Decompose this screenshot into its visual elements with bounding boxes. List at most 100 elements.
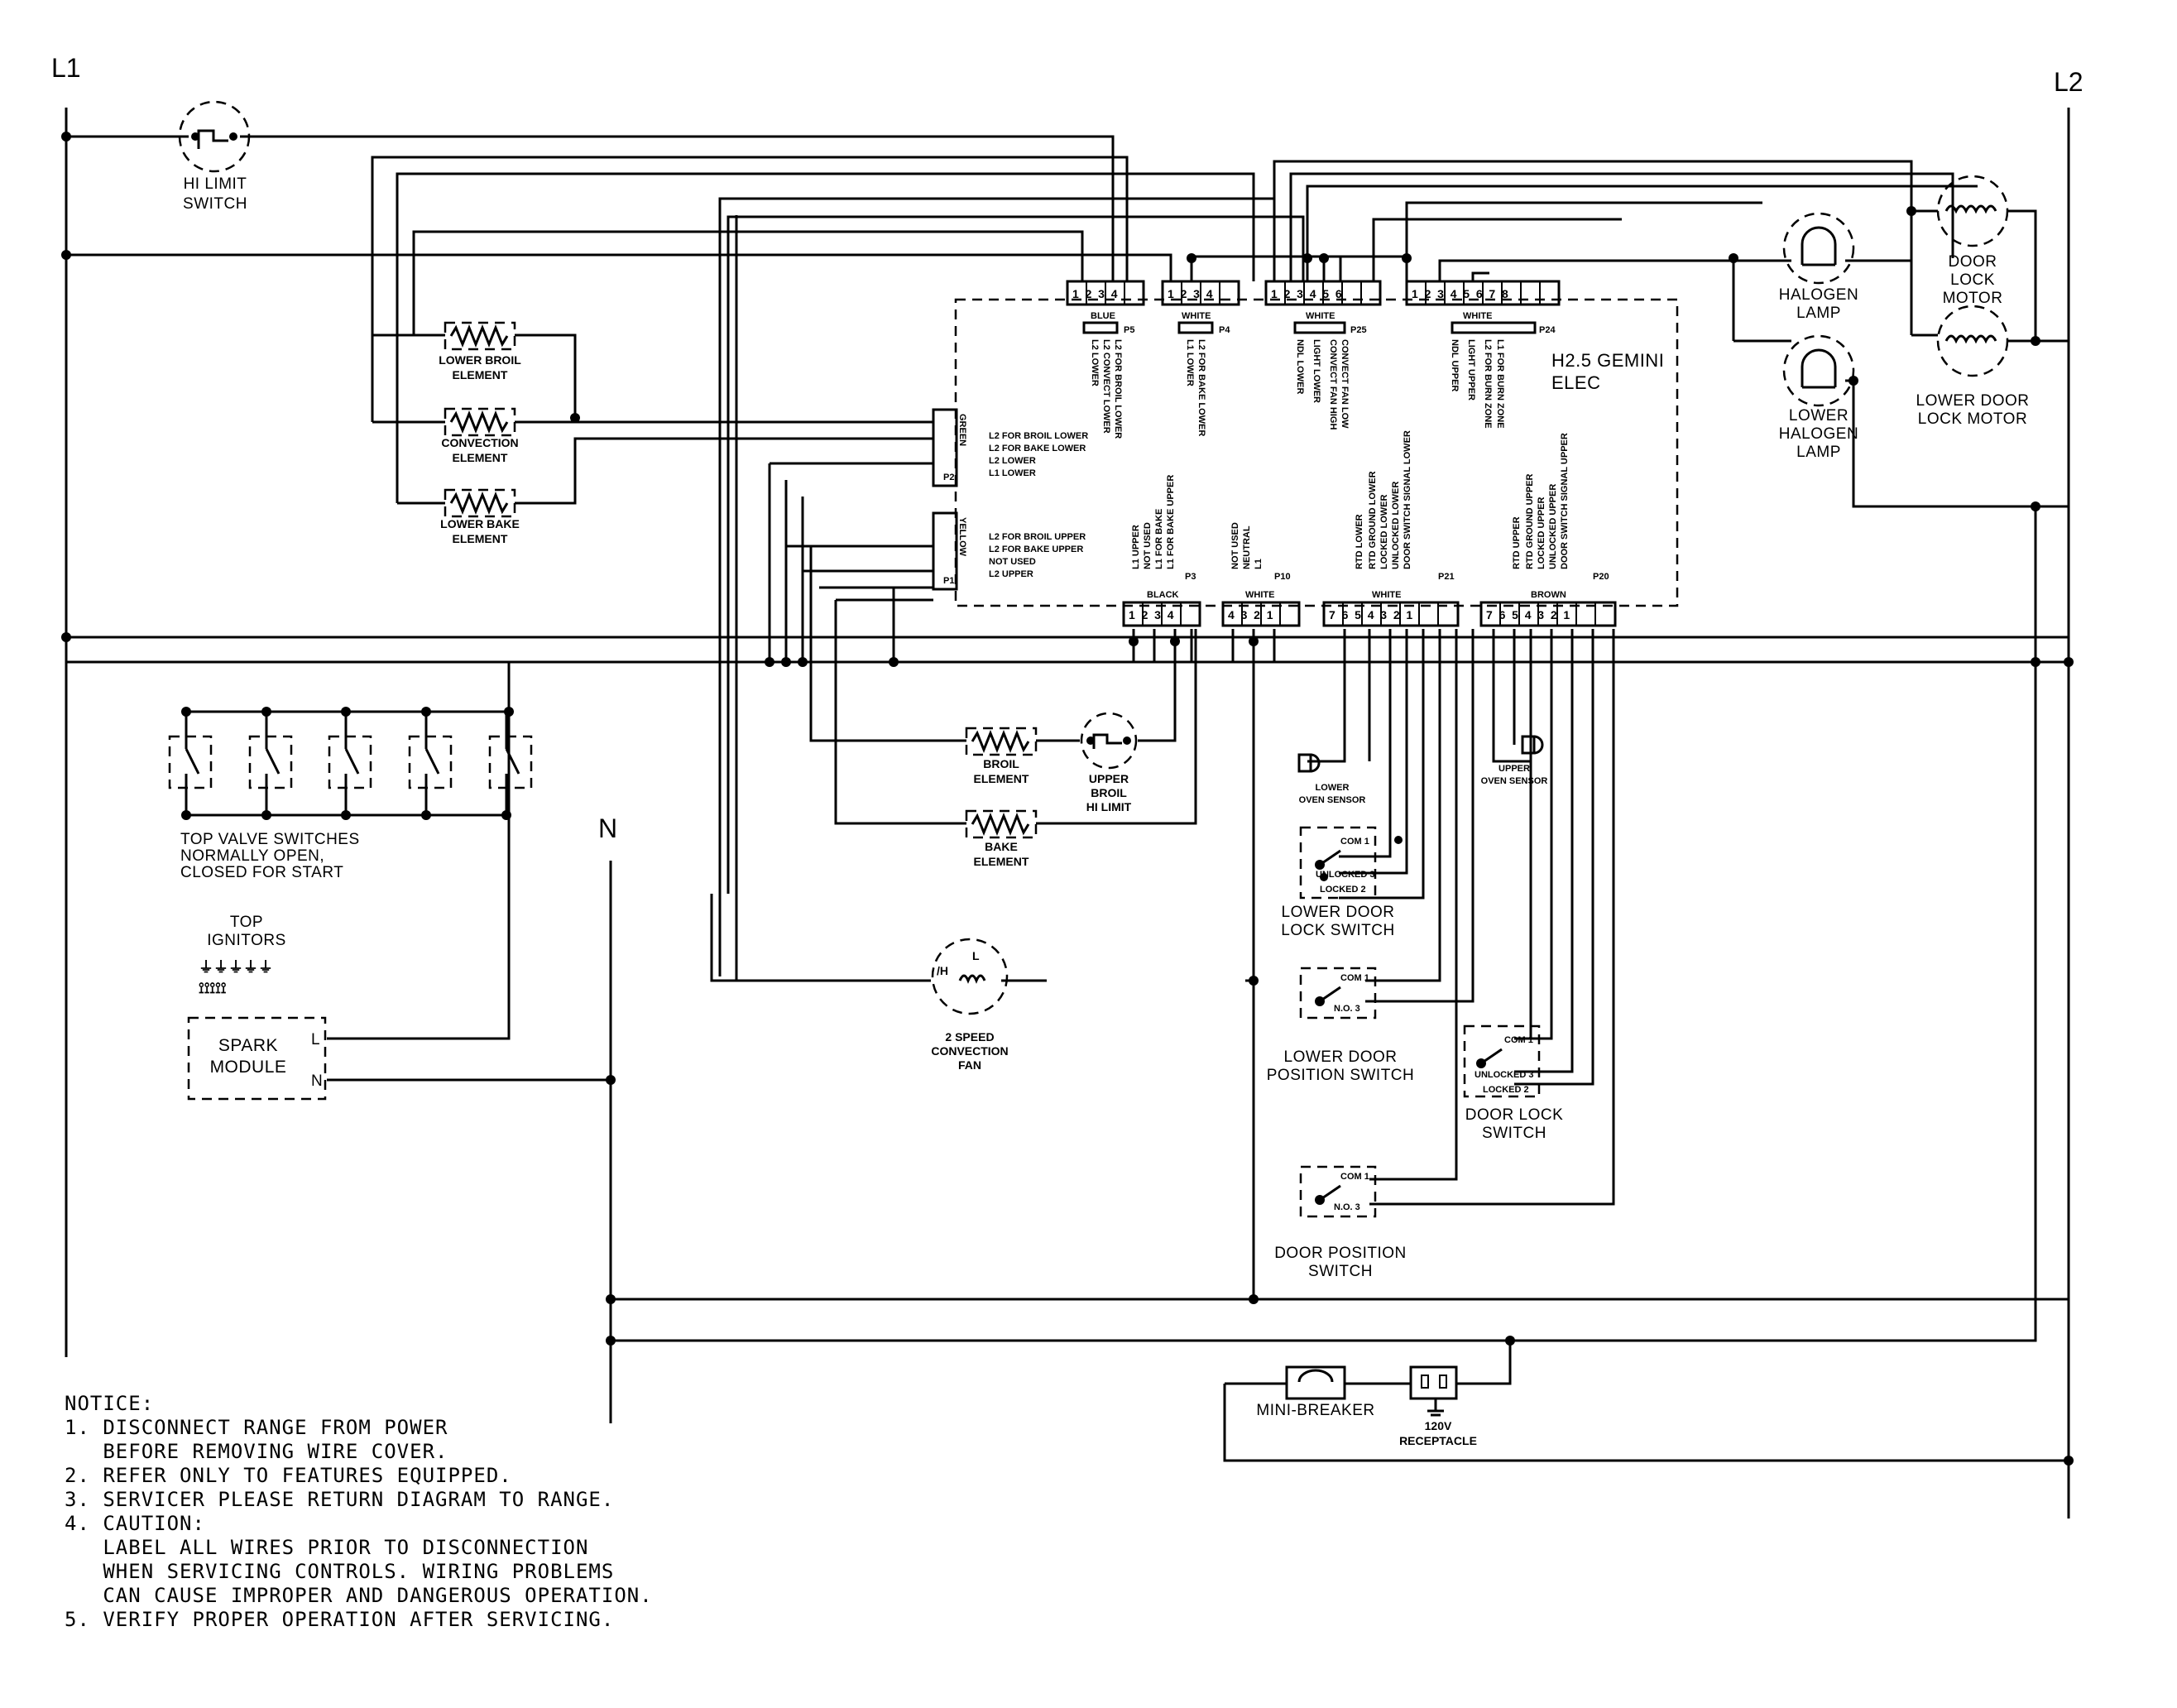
p4-name: P4 — [1219, 325, 1230, 335]
p10-name: P10 — [1274, 572, 1291, 582]
p2-signal-3: L2 LOWER — [989, 456, 1036, 466]
spark-terminal-l: L — [311, 1031, 320, 1048]
dl-unlocked: UNLOCKED 3 — [1475, 1070, 1534, 1080]
p20-signal-3: LOCKED UPPER — [1537, 497, 1546, 569]
lower-door-lock-switch: COM 1 UNLOCKED 3 LOCKED 2 LOWER DOOR LOC… — [1281, 826, 1394, 939]
p4-pins: 1 2 3 4 — [1168, 287, 1213, 300]
top-signal-labels: L2 LOWER L2 CONVECT LOWER L2 FOR BROIL L… — [1090, 339, 1505, 439]
dl-label-1: DOOR LOCK — [1465, 1106, 1564, 1124]
ignitor-symbols: ⏚⏚⏚⏚⏚ — [199, 959, 273, 976]
spark-module-label-1: SPARK — [218, 1036, 278, 1055]
p24-signal-3: L2 FOR BURN ZONE — [1483, 339, 1493, 429]
connector-p3: 1 2 3 4 BLACK P3 L1 UPPER NOT USED L1 FO… — [1122, 475, 1201, 627]
p3-color: BLACK — [1147, 590, 1179, 600]
door-lock-switch: COM 1 UNLOCKED 3 LOCKED 2 DOOR LOCK SWIT… — [1463, 1024, 1564, 1142]
p5-pins: 1 2 3 4 — [1072, 287, 1118, 300]
lower-broil-label-1: LOWER BROIL — [439, 353, 521, 367]
p5-signal-2: L2 CONVECT LOWER — [1101, 339, 1111, 434]
notice-item: 5. VERIFY PROPER OPERATION AFTER SERVICI… — [65, 1608, 615, 1631]
p1-color: YELLOW — [957, 517, 967, 557]
p24-name: P24 — [1539, 325, 1556, 335]
ignitors-label-1: TOP — [230, 914, 263, 931]
p21-signal-4: UNLOCKED LOWER — [1391, 482, 1401, 569]
p24-signal-2: LIGHT UPPER — [1466, 339, 1476, 401]
p1-signal-3: NOT USED — [989, 557, 1036, 567]
lower-door-position-switch: COM 1 N.O. 3 LOWER DOOR POSITION SWITCH — [1267, 967, 1414, 1084]
p20-signal-4: UNLOCKED UPPER — [1548, 484, 1558, 569]
p21-signal-1: RTD LOWER — [1355, 514, 1364, 569]
control-label-1: H2.5 GEMINI — [1551, 350, 1664, 371]
neutral-label: N — [598, 813, 617, 843]
upper-oven-sensor: UPPER OVEN SENSOR — [1481, 735, 1547, 786]
p20-name: P20 — [1593, 572, 1609, 582]
dp-label-2: SWITCH — [1308, 1263, 1373, 1280]
bake-element: BAKE ELEMENT — [965, 809, 1038, 868]
top-valve-switch — [328, 735, 372, 789]
dp-label-1: DOOR POSITION — [1274, 1245, 1407, 1262]
p5-signal-1: L2 LOWER — [1090, 339, 1100, 386]
notice-item: WHEN SERVICING CONTROLS. WIRING PROBLEMS — [65, 1560, 615, 1583]
top-valve-label-3: CLOSED FOR START — [180, 864, 343, 881]
p21-pins: 7 6 5 4 3 2 1 — [1329, 608, 1412, 621]
ldp-com: COM 1 — [1340, 973, 1369, 983]
main-wiring — [66, 135, 2069, 1462]
p2-name: P2 — [943, 473, 954, 482]
top-valve-label-1: TOP VALVE SWITCHES — [180, 831, 360, 848]
spark-module-label-2: MODULE — [210, 1058, 287, 1077]
upper-broil-label-3: HI LIMIT — [1086, 800, 1132, 813]
lower-door-lock-motor: LOWER DOOR LOCK MOTOR — [1916, 305, 2029, 428]
lower-bake-label-1: LOWER BAKE — [440, 517, 520, 530]
p10-color: WHITE — [1245, 590, 1274, 600]
p10-signal-3: L1 — [1254, 559, 1264, 569]
dl-com: COM 1 — [1504, 1035, 1533, 1045]
broil-label-1: BROIL — [983, 757, 1019, 770]
p25-signal-1: NDL LOWER — [1295, 339, 1305, 394]
upper-broil-label-1: UPPER — [1089, 772, 1129, 785]
door-lock-motor-label-1: DOOR — [1949, 253, 1997, 271]
door-lock-motor-label-2: LOCK — [1950, 271, 1995, 289]
control-label-2: ELEC — [1551, 372, 1600, 393]
p25-signal-4: CONVECT FAN LOW — [1340, 339, 1350, 429]
notice-item: BEFORE REMOVING WIRE COVER. — [65, 1440, 448, 1463]
p5-signal-3: L2 FOR BROIL LOWER — [1113, 339, 1123, 439]
bake-label-1: BAKE — [985, 840, 1018, 853]
p21-signal-2: RTD GROUND LOWER — [1368, 471, 1378, 569]
p3-signal-3: L1 FOR BAKE — [1154, 509, 1164, 569]
spark-terminal-n: N — [311, 1072, 323, 1090]
upper-sensor-label-1: UPPER — [1498, 764, 1530, 774]
p3-signal-1: L1 UPPER — [1131, 525, 1141, 569]
p4-signal-2: L2 FOR BAKE LOWER — [1196, 339, 1206, 436]
p1-signal-4: L2 UPPER — [989, 569, 1033, 579]
lower-sensor-label-1: LOWER — [1316, 783, 1350, 793]
lower-halogen-label-2: HALOGEN — [1779, 425, 1858, 443]
p3-name: P3 — [1185, 572, 1196, 582]
top-valve-switch — [408, 735, 453, 789]
top-valve-switch — [248, 735, 293, 789]
top-valve-switch — [488, 735, 533, 789]
p1-name: P1 — [943, 576, 954, 586]
hi-limit-label-1: HI LIMIT — [184, 175, 247, 193]
ldl-unlocked: UNLOCKED 3 — [1316, 870, 1375, 880]
p20-pins: 7 6 5 4 3 2 1 — [1486, 608, 1570, 621]
ldl-label-2: LOCK SWITCH — [1281, 922, 1394, 939]
p10-signal-2: NEUTRAL — [1242, 525, 1252, 569]
mini-breaker: MINI-BREAKER — [1256, 1365, 1374, 1419]
receptacle-label-2: RECEPTACLE — [1399, 1434, 1477, 1447]
l1-label: L1 — [51, 53, 81, 83]
notice-item: 1. DISCONNECT RANGE FROM POWER — [65, 1416, 448, 1439]
fan-terminal-h: /H — [937, 964, 948, 977]
p20-signal-1: RTD UPPER — [1512, 516, 1522, 569]
p24-color: WHITE — [1463, 311, 1492, 321]
bake-label-2: ELEMENT — [974, 855, 1029, 868]
upper-broil-hi-limit: UPPER BROIL HI LIMIT — [1080, 712, 1138, 813]
p5-name: P5 — [1124, 325, 1134, 335]
p24-pins: 1 2 3 4 5 6 7 8 — [1412, 287, 1508, 300]
lower-halogen-label-3: LAMP — [1796, 444, 1841, 461]
connector-p1: YELLOW P1 L2 FOR BROIL UPPER L2 FOR BAKE… — [932, 511, 1086, 591]
lower-broil-element: LOWER BROIL ELEMENT — [439, 321, 521, 381]
dl-locked: LOCKED 2 — [1483, 1085, 1529, 1095]
notice-heading: NOTICE: — [65, 1392, 155, 1415]
hi-limit-label-2: SWITCH — [183, 195, 247, 213]
door-lock-motor-label-3: MOTOR — [1943, 290, 2003, 307]
notice-item: 2. REFER ONLY TO FEATURES EQUIPPED. — [65, 1464, 512, 1487]
